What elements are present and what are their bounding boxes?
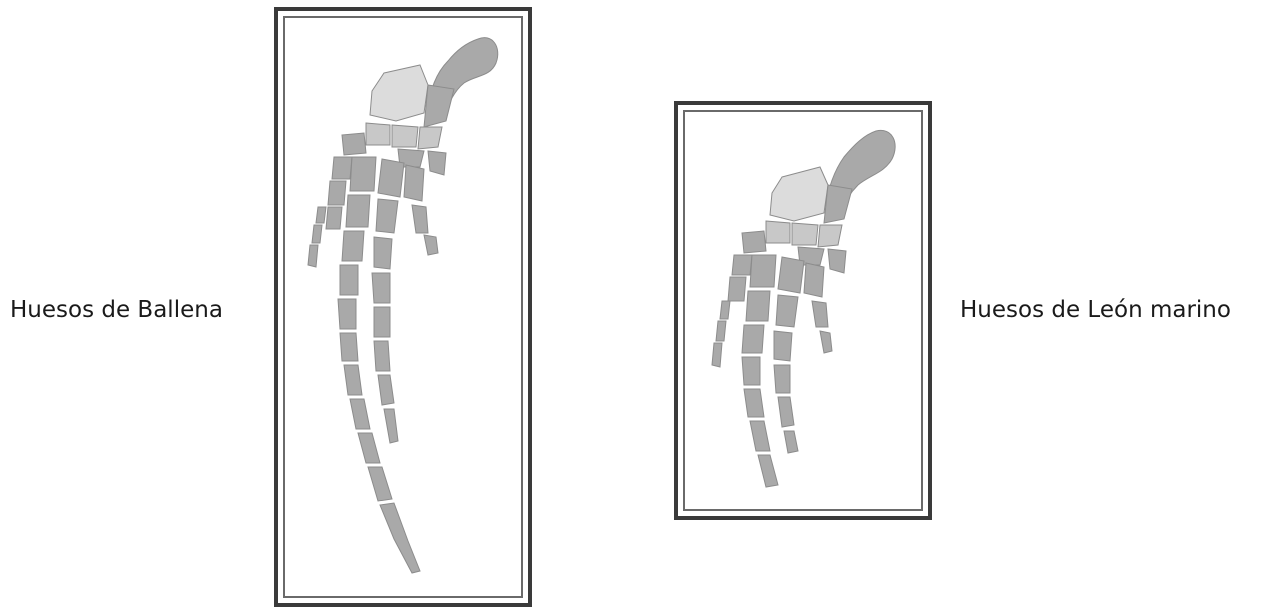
- whale-digit-1-b: [312, 225, 322, 243]
- sea-lion-digit-1-c: [712, 343, 722, 367]
- whale-digit-4-d: [372, 273, 390, 303]
- sea-lion-digit-1-a: [720, 301, 730, 319]
- whale-digit-4-a: [378, 159, 404, 197]
- sea-lion-carpal-6: [828, 249, 846, 273]
- sea-lion-digit-4-c: [774, 331, 792, 361]
- sea-lion-digit-1-b: [716, 321, 726, 341]
- whale-digit-1-a: [316, 207, 326, 223]
- whale-radius: [370, 65, 428, 121]
- sea-lion-digit-3-d: [742, 357, 760, 385]
- whale-digit-4-b: [376, 199, 398, 233]
- sea-lion-digit-4-d: [774, 365, 790, 393]
- whale-digit-2-a: [332, 157, 352, 179]
- whale-digit-3-h: [350, 399, 370, 429]
- sea-lion-digit-5-b: [812, 301, 828, 327]
- whale-carpal-2: [392, 125, 418, 147]
- whale-digit-2-c: [326, 207, 342, 229]
- whale-digit-3-g: [344, 365, 362, 395]
- whale-digit-4-h: [384, 409, 398, 443]
- sea-lion-carpal-1: [766, 221, 790, 243]
- sea-lion-digit-4-e: [778, 397, 794, 427]
- whale-ulna: [424, 85, 454, 127]
- sea-lion-digit-2-a: [732, 255, 752, 275]
- whale-digit-3-c: [342, 231, 364, 261]
- whale-digit-5-a: [404, 165, 424, 201]
- sea-lion-digit-3-g: [758, 455, 778, 487]
- whale-carpal-4: [342, 133, 366, 155]
- whale-digit-3-a: [350, 157, 376, 191]
- sea-lion-carpal-2: [792, 223, 818, 245]
- whale-digit-1-c: [308, 245, 318, 267]
- sea-lion-flipper-skeleton: [678, 105, 928, 516]
- whale-carpal-3: [418, 127, 442, 149]
- whale-digit-5-c: [424, 235, 438, 255]
- sea-lion-digit-4-a: [778, 257, 804, 293]
- whale-bones-frame: [274, 7, 532, 607]
- whale-digit-3-f: [340, 333, 358, 361]
- whale-digit-3-i: [358, 433, 380, 463]
- sea-lion-digit-3-e: [744, 389, 764, 417]
- whale-flipper-skeleton: [278, 11, 528, 603]
- whale-digit-4-c: [374, 237, 392, 269]
- sea-lion-digit-4-b: [776, 295, 798, 327]
- whale-digit-4-e: [374, 307, 390, 337]
- sea-lion-digit-3-f: [750, 421, 770, 451]
- whale-bones-label: Huesos de Ballena: [10, 297, 223, 323]
- whale-digit-3-d: [340, 265, 358, 295]
- whale-carpal-1: [366, 123, 390, 145]
- sea-lion-digit-3-c: [742, 325, 764, 353]
- sea-lion-digit-4-f: [784, 431, 798, 453]
- whale-digit-2-b: [328, 181, 346, 205]
- whale-digit-3-j: [368, 467, 392, 501]
- whale-digit-3-e: [338, 299, 356, 329]
- sea-lion-carpal-3: [818, 225, 842, 247]
- sea-lion-carpal-4: [742, 231, 766, 253]
- whale-digit-5-b: [412, 205, 428, 233]
- sea-lion-bones-frame: [674, 101, 932, 520]
- sea-lion-ulna: [824, 185, 852, 223]
- whale-digit-3-k: [380, 503, 420, 573]
- sea-lion-digit-3-b: [746, 291, 770, 321]
- sea-lion-radius: [770, 167, 828, 221]
- whale-carpal-6: [428, 151, 446, 175]
- sea-lion-bones-label: Huesos de León marino: [960, 297, 1231, 323]
- sea-lion-digit-2-b: [728, 277, 746, 301]
- sea-lion-digit-5-c: [820, 331, 832, 353]
- whale-digit-3-b: [346, 195, 370, 227]
- sea-lion-digit-5-a: [804, 263, 824, 297]
- whale-digit-4-g: [378, 375, 394, 405]
- sea-lion-digit-3-a: [750, 255, 776, 287]
- whale-digit-4-f: [374, 341, 390, 371]
